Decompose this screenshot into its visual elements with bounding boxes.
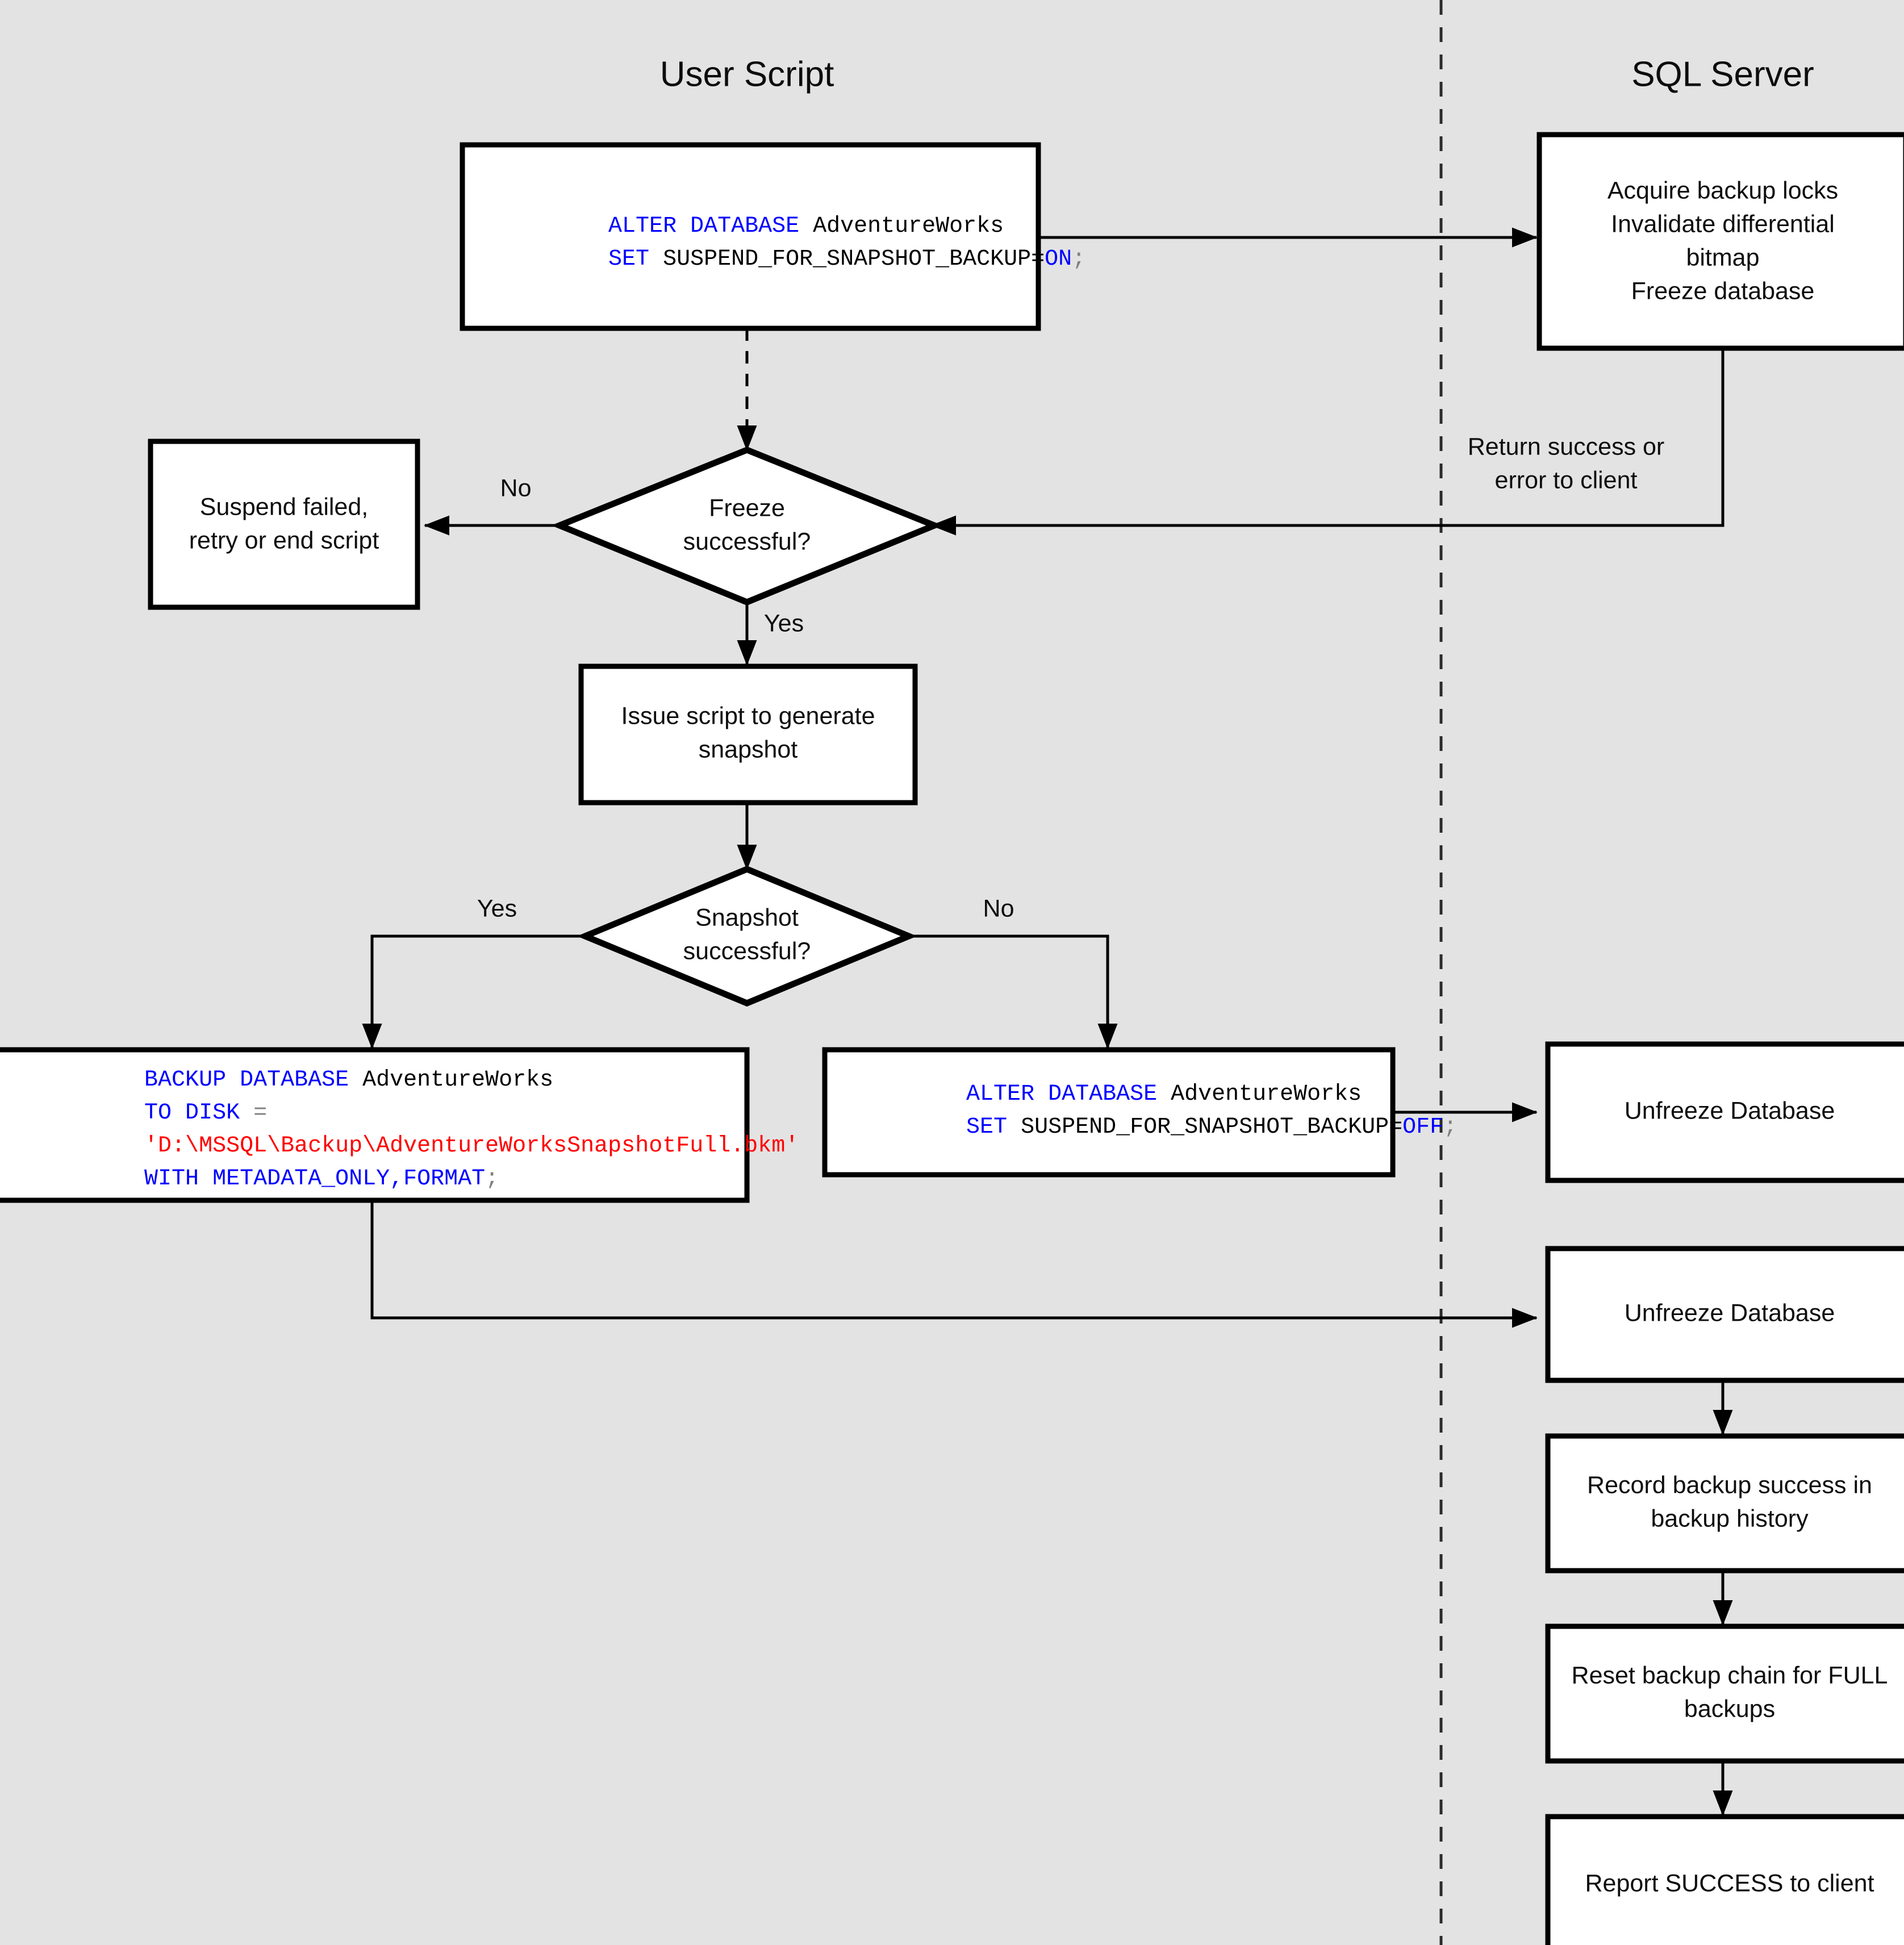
box-line: backup history [1651, 1505, 1809, 1532]
node-reset-backup-chain[interactable]: Reset backup chain for FULL backups [1545, 1623, 1904, 1764]
lane-title-user-script: User Script [660, 55, 834, 94]
box-line: Unfreeze Database [1625, 1299, 1835, 1326]
edge-label-snapshot-no: No [983, 895, 1014, 922]
edge-label-return-status: Return success or [1468, 433, 1665, 460]
node-alter-database-off[interactable]: ALTER DATABASE AdventureWorks SET SUSPEN… [822, 1047, 1552, 1178]
code-line: BACKUP DATABASE AdventureWorks [22, 1067, 649, 1093]
edge-label-freeze-yes: Yes [764, 610, 804, 637]
node-unfreeze-database-2[interactable]: Unfreeze Database [1545, 1246, 1904, 1383]
box-line: retry or end script [189, 527, 379, 554]
node-acquire-backup-locks[interactable]: Acquire backup locks Invalidate differen… [1536, 132, 1904, 351]
node-report-success[interactable]: Report SUCCESS to client [1545, 1814, 1904, 1945]
box-line: Reset backup chain for FULL [1572, 1662, 1888, 1689]
node-alter-database-on[interactable]: ALTER DATABASE AdventureWorks SET SUSPEN… [460, 142, 1181, 331]
box-line: Freeze database [1631, 277, 1815, 304]
code-line: 'D:\MSSQL\Backup\AdventureWorksSnapshotF… [22, 1133, 894, 1159]
node-suspend-failed[interactable]: Suspend failed, retry or end script [148, 439, 420, 610]
code-line: SET SUSPEND_FOR_SNAPSHOT_BACKUP=ON; [486, 247, 1181, 272]
node-issue-script-snapshot[interactable]: Issue script to generate snapshot [578, 663, 918, 805]
code-line: ALTER DATABASE AdventureWorks [844, 1082, 1457, 1107]
edge-snapshot-yes-to-backup [362, 934, 591, 1049]
box-line: Unfreeze Database [1625, 1097, 1835, 1124]
box-line: bitmap [1686, 244, 1759, 271]
node-unfreeze-database-1[interactable]: Unfreeze Database [1545, 1041, 1904, 1183]
edge-backup-to-unfreeze-2 [370, 1201, 1538, 1328]
code-line: TO DISK = [22, 1100, 362, 1126]
node-backup-database-metadata[interactable]: BACKUP DATABASE AdventureWorks TO DISK =… [0, 1047, 894, 1203]
code-line: WITH METADATA_ONLY,FORMAT; [22, 1166, 594, 1192]
decision-line: Snapshot [695, 904, 799, 931]
box-line: Acquire backup locks [1607, 177, 1838, 204]
box-line: Suspend failed, [200, 493, 368, 520]
edge-label-snapshot-yes: Yes [477, 895, 517, 922]
box-line: Invalidate differential [1611, 210, 1835, 237]
box-line: Issue script to generate [621, 702, 875, 729]
box-line: backups [1684, 1695, 1775, 1722]
node-record-backup-success[interactable]: Record backup success in backup history [1545, 1433, 1904, 1573]
box-line: Record backup success in [1587, 1471, 1872, 1499]
decision-line: successful? [683, 528, 811, 555]
lane-title-sql-server: SQL Server [1631, 55, 1814, 94]
code-line: ALTER DATABASE AdventureWorks [486, 214, 1099, 239]
node-freeze-successful-decision[interactable]: Freeze successful? [551, 446, 943, 606]
box-line: Report SUCCESS to client [1585, 1869, 1874, 1897]
decision-line: successful? [683, 937, 811, 965]
edge-snapshot-no-to-alter-off [903, 934, 1118, 1049]
node-snapshot-successful-decision[interactable]: Snapshot successful? [577, 866, 917, 1007]
edge-label-freeze-no: No [500, 474, 532, 502]
edge-acquire-locks-to-freeze-decision [930, 348, 1725, 536]
decision-line: Freeze [709, 494, 785, 521]
edge-label-return-status: error to client [1495, 466, 1638, 494]
code-line: SET SUSPEND_FOR_SNAPSHOT_BACKUP=OFF; [844, 1115, 1552, 1140]
box-line: snapshot [699, 736, 798, 763]
